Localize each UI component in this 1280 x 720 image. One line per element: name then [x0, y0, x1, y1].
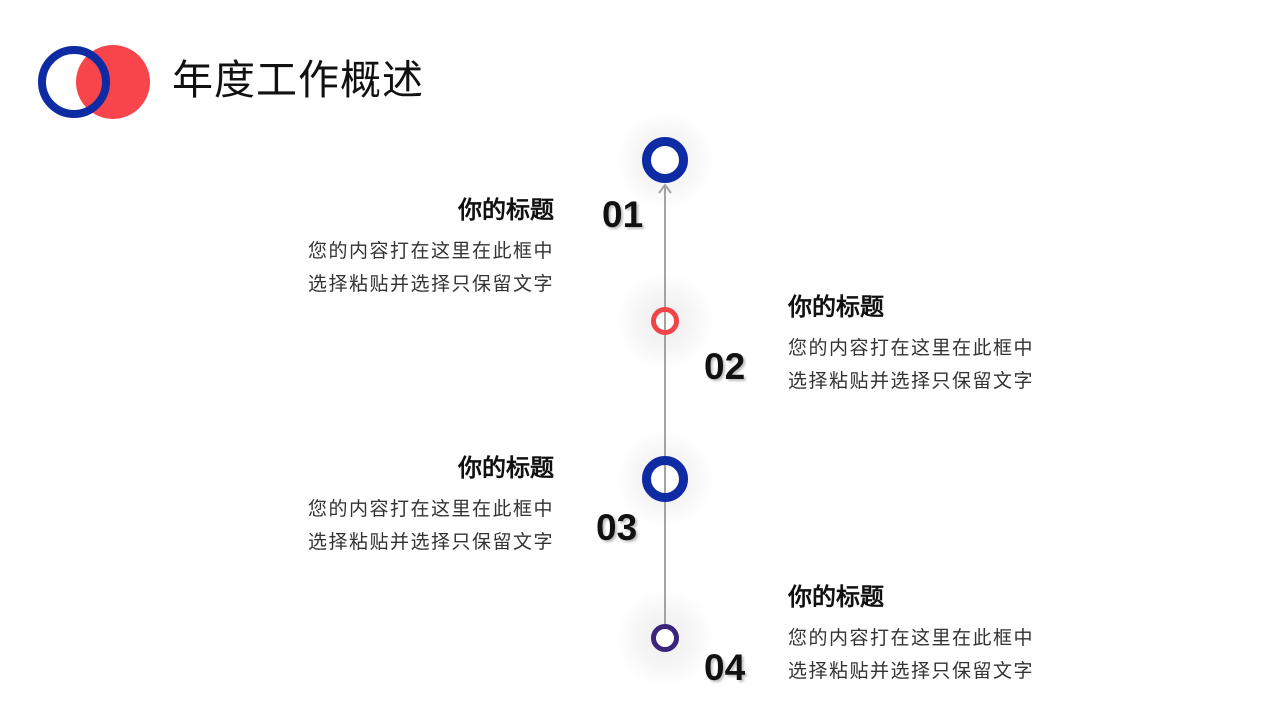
item-body-line: 您的内容打在这里在此框中 — [307, 498, 554, 520]
timeline-node-2 — [651, 307, 679, 335]
item-body-line: 您的内容打在这里在此框中 — [788, 337, 1035, 359]
timeline-item-2: 你的标题 您的内容打在这里在此框中 选择粘贴并选择只保留文字 — [788, 292, 1048, 398]
item-body: 您的内容打在这里在此框中 选择粘贴并选择只保留文字 — [294, 235, 554, 301]
step-number-04: 04 — [704, 647, 746, 688]
step-number-01: 01 — [602, 194, 644, 235]
item-body-line: 选择粘贴并选择只保留文字 — [307, 531, 554, 553]
page-title: 年度工作概述 — [172, 56, 424, 104]
arrow-up-icon — [658, 183, 672, 194]
item-title: 你的标题 — [788, 583, 884, 611]
logo — [36, 44, 154, 122]
item-title: 你的标题 — [458, 196, 554, 224]
step-number-02: 02 — [704, 346, 746, 387]
timeline-line — [664, 186, 666, 624]
timeline-item-3: 你的标题 您的内容打在这里在此框中 选择粘贴并选择只保留文字 — [294, 453, 554, 559]
item-body-line: 您的内容打在这里在此框中 — [788, 627, 1035, 649]
blue-ring-icon — [38, 46, 110, 118]
timeline-item-1: 你的标题 您的内容打在这里在此框中 选择粘贴并选择只保留文字 — [294, 195, 554, 301]
line-through-node — [664, 465, 666, 493]
item-title: 你的标题 — [788, 293, 884, 321]
timeline-item-4: 你的标题 您的内容打在这里在此框中 选择粘贴并选择只保留文字 — [788, 582, 1048, 688]
timeline-node-1 — [642, 137, 688, 183]
item-body-line: 选择粘贴并选择只保留文字 — [788, 370, 1035, 392]
step-number-03: 03 — [596, 507, 638, 548]
item-body-line: 选择粘贴并选择只保留文字 — [788, 660, 1035, 682]
item-body-line: 选择粘贴并选择只保留文字 — [307, 273, 554, 295]
item-body-line: 您的内容打在这里在此框中 — [307, 240, 554, 262]
item-title: 你的标题 — [458, 454, 554, 482]
line-through-node — [664, 312, 666, 330]
timeline-node-4 — [651, 624, 679, 652]
item-body: 您的内容打在这里在此框中 选择粘贴并选择只保留文字 — [294, 493, 554, 559]
item-body: 您的内容打在这里在此框中 选择粘贴并选择只保留文字 — [788, 622, 1048, 688]
timeline-node-3 — [642, 456, 688, 502]
item-body: 您的内容打在这里在此框中 选择粘贴并选择只保留文字 — [788, 332, 1048, 398]
